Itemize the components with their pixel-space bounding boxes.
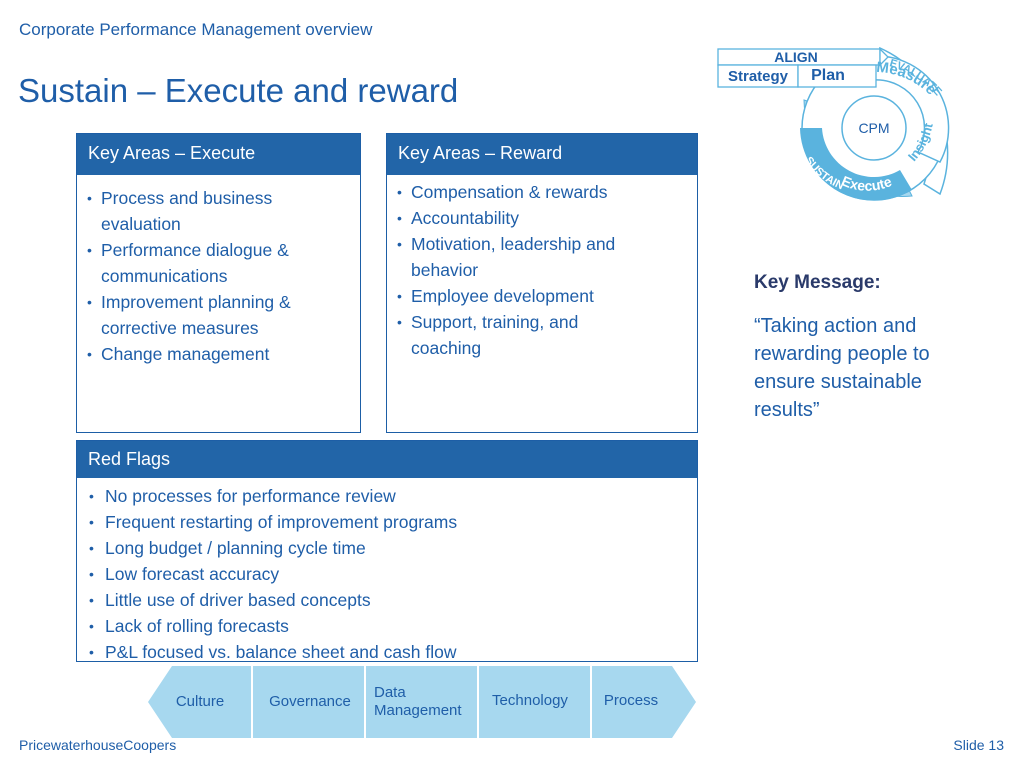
- align-label: ALIGN: [774, 49, 818, 65]
- key-message-title: Key Message:: [754, 272, 881, 293]
- reward-panel-heading: Key Areas – Reward: [387, 134, 697, 175]
- measure-band: [873, 55, 950, 163]
- execute-band: [800, 128, 912, 201]
- list-item: No processes for performance review: [77, 483, 697, 509]
- align-arrow: [879, 47, 889, 67]
- execute-label: Execute: [839, 172, 894, 193]
- footer-company: PricewaterhouseCoopers: [19, 737, 177, 753]
- list-item: Change management: [77, 341, 360, 367]
- list-item: Improvement planning &corrective measure…: [77, 289, 360, 341]
- plan-label: Plan: [811, 67, 845, 84]
- cpm-center: [841, 95, 907, 161]
- reward-panel: Key Areas – Reward Compensation & reward…: [386, 133, 698, 433]
- list-item: Frequent restarting of improvement progr…: [77, 509, 697, 535]
- list-item: Lack of rolling forecasts: [77, 613, 697, 639]
- execute-panel-heading: Key Areas – Execute: [77, 134, 360, 175]
- bar-item-process: Process: [603, 692, 659, 709]
- cpm-center-label: CPM: [858, 120, 889, 136]
- bar-item-culture: Culture: [175, 693, 225, 710]
- list-item: Compensation & rewards: [387, 179, 697, 205]
- list-item: Employee development: [387, 283, 697, 309]
- list-item: Little use of driver based concepts: [77, 587, 697, 613]
- foundation-bar-shape: [148, 666, 696, 738]
- list-item: Long budget / planning cycle time: [77, 535, 697, 561]
- slide-title: Sustain – Execute and reward: [18, 72, 459, 109]
- cpm-cycle-diagram: CPM ALIGN Strategy Plan Measure EVALUATE…: [717, 46, 950, 201]
- red-flags-list: No processes for performance review Freq…: [77, 478, 697, 665]
- strategy-label: Strategy: [728, 68, 789, 85]
- slide-subtitle: Corporate Performance Management overvie…: [19, 20, 373, 39]
- list-item: Low forecast accuracy: [77, 561, 697, 587]
- reward-list: Compensation & rewards Accountability Mo…: [387, 175, 697, 361]
- red-flags-panel: Red Flags No processes for performance r…: [76, 440, 698, 665]
- execute-panel: Key Areas – Execute Process and business…: [76, 133, 361, 433]
- plan-box: [797, 64, 877, 88]
- slide-number: Slide 13: [953, 737, 1004, 753]
- red-flags-heading: Red Flags: [77, 441, 697, 478]
- bar-item-technology: Technology: [492, 692, 568, 709]
- list-item: Performance dialogue &communications: [77, 237, 360, 289]
- bar-item-governance: Governance: [269, 693, 351, 710]
- list-item: P&L focused vs. balance sheet and cash f…: [77, 639, 697, 665]
- list-item: Accountability: [387, 205, 697, 231]
- key-message-text: “Taking action and rewarding people to e…: [754, 315, 930, 421]
